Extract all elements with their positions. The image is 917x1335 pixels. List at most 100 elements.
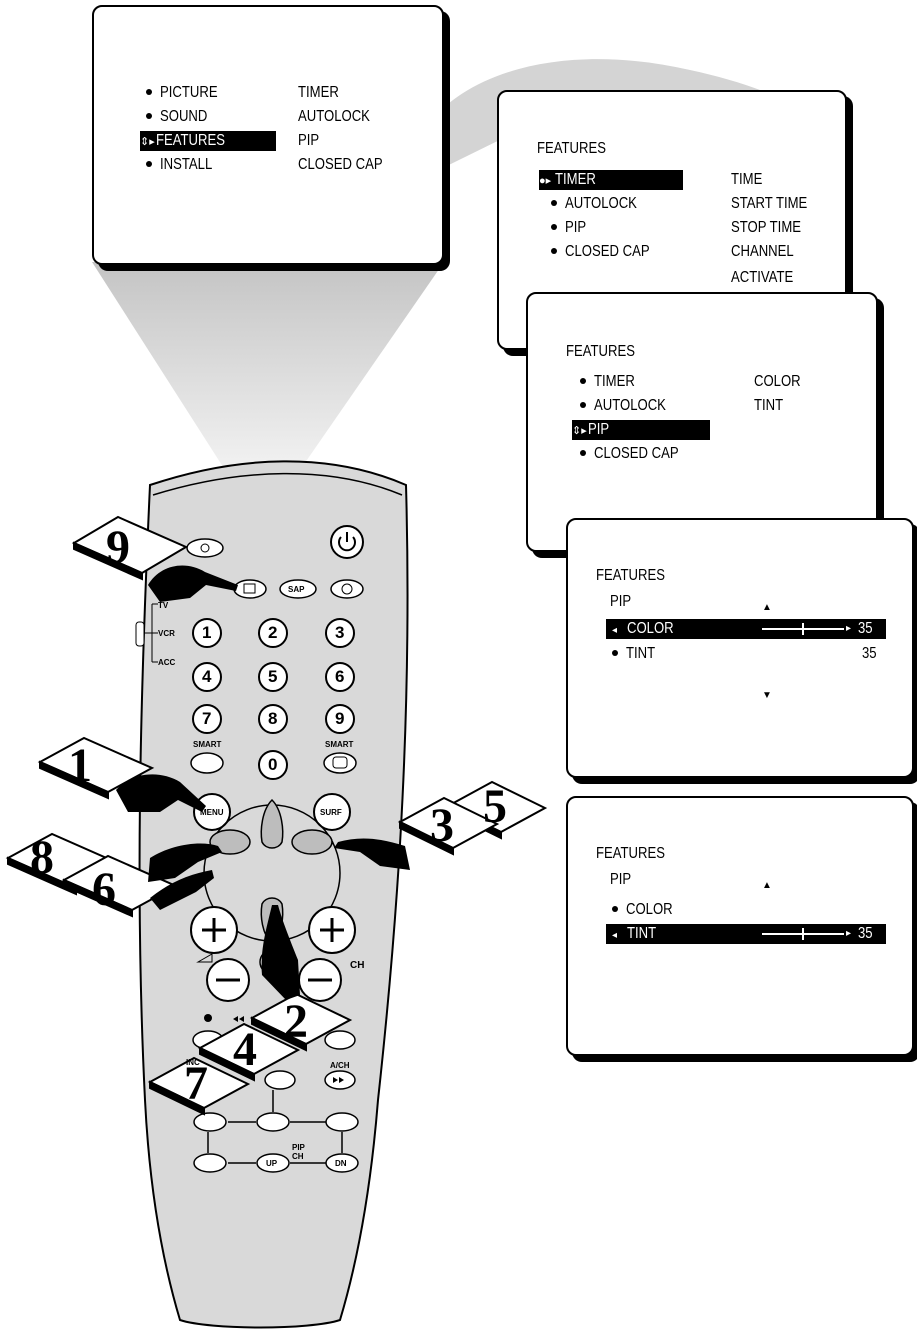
smart-picture-button[interactable] [323, 752, 357, 774]
pip-option-tint: TINT [754, 397, 784, 414]
pip-position-button[interactable] [193, 1112, 227, 1132]
channel-down-button[interactable] [298, 958, 342, 1002]
pip-color-setting[interactable]: COLOR [612, 900, 683, 920]
main-menu-item-features[interactable]: ⇕▸FEATURES [140, 131, 276, 151]
pointing-hands [116, 565, 410, 1000]
features-item-autolock[interactable]: AUTOLOCK [551, 194, 653, 214]
pip-tint-setting[interactable]: ◂TINT ▸ 35 [606, 924, 886, 944]
sleep-button[interactable] [186, 538, 224, 558]
main-menu-item-sound[interactable]: SOUND [146, 107, 218, 127]
pip-ch-label: PIP CH [292, 1143, 305, 1161]
pip-connector-lines [207, 1090, 343, 1164]
mode-acc-label: ACC [158, 658, 176, 667]
updown-cursor-icon: ⇕▸ [572, 425, 587, 437]
features-item-autolock[interactable]: AUTOLOCK [580, 396, 682, 416]
inc-label: INC [186, 1058, 200, 1067]
slider-thumb[interactable] [802, 623, 804, 635]
volume-up-button[interactable] [190, 906, 238, 954]
slider-thumb[interactable] [802, 928, 804, 940]
pip-freeze-button[interactable] [325, 1112, 359, 1132]
left-arrow-icon: ◂ [612, 930, 618, 941]
timer-option-activate: ACTIVATE [731, 269, 794, 286]
digit-5-label: 5 [268, 667, 278, 686]
sap-label: SAP [288, 585, 305, 594]
pip-ch-up-button[interactable] [256, 1153, 290, 1173]
rewind-icon [233, 1016, 244, 1022]
cursor-up-button[interactable] [260, 798, 284, 849]
cursor-left-button[interactable] [209, 829, 251, 855]
menu-label: MENU [200, 808, 224, 817]
record-icon [204, 1014, 212, 1022]
mode-switch[interactable] [135, 603, 158, 663]
screen-subtitle: PIP [610, 593, 632, 610]
clock-button[interactable] [330, 579, 364, 599]
transition-swoosh [398, 59, 860, 601]
smart-sound-button[interactable] [190, 752, 224, 774]
ach-label: A/CH [330, 1061, 350, 1070]
features-item-pip[interactable]: ⇕▸PIP [572, 420, 710, 440]
step-number-5: 5 [483, 780, 507, 833]
step-number-3: 3 [430, 799, 454, 852]
remote-top-edge [152, 472, 403, 496]
pip-tint-setting[interactable]: TINT 35 [612, 644, 880, 664]
digit-1-label: 1 [202, 623, 212, 642]
main-menu-item-install[interactable]: INSTALL [146, 155, 224, 175]
pip-color-setting[interactable]: ◂COLOR ▸ 35 [606, 619, 886, 639]
digit-9-label: 9 [335, 709, 345, 728]
mode-tv-label: TV [158, 601, 169, 610]
play-button[interactable] [324, 1030, 356, 1050]
main-menu-screen: PICTURE SOUND ⇕▸FEATURES INSTALL TIMER A… [92, 5, 444, 265]
submenu-preview-timer: TIMER [298, 84, 339, 101]
volume-down-button[interactable] [206, 958, 250, 1002]
cursor-right-button[interactable] [291, 829, 333, 855]
power-button[interactable] [330, 525, 364, 559]
pip-size-button[interactable] [193, 1153, 227, 1173]
pip-button[interactable] [264, 1070, 296, 1090]
timer-option-channel: CHANNEL [731, 243, 794, 260]
features-item-closed-cap[interactable]: CLOSED CAP [580, 444, 697, 464]
pip-tint-screen: FEATURES PIP ▲ COLOR ◂TINT ▸ 35 [566, 796, 914, 1056]
sap-button[interactable] [279, 579, 317, 599]
digit-4-label: 4 [202, 667, 212, 686]
pip-swap-button[interactable] [256, 1112, 290, 1132]
cursor-icon: ●▸ [539, 175, 552, 187]
left-arrow-icon: ◂ [612, 625, 618, 636]
ch-label: CH [350, 960, 365, 971]
right-arrow-icon: ▸ [846, 928, 852, 939]
digit-6-label: 6 [335, 667, 345, 686]
features-item-pip[interactable]: PIP [551, 218, 591, 238]
step-number-4: 4 [233, 1023, 257, 1076]
mode-vcr-label: VCR [158, 629, 175, 638]
smart-picture-label: SMART [325, 740, 354, 749]
pip-up-label: UP [266, 1159, 278, 1168]
features-pip-screen: FEATURES TIMER AUTOLOCK ⇕▸PIP CLOSED CAP… [526, 292, 878, 552]
submenu-preview-pip: PIP [298, 132, 320, 149]
pip-ch-down-button[interactable] [325, 1153, 359, 1173]
submenu-preview-closed-cap: CLOSED CAP [298, 156, 383, 173]
projection-beam [92, 262, 444, 470]
pip-dn-label: DN [335, 1159, 347, 1168]
status-button[interactable] [233, 579, 267, 599]
step-number-8: 8 [30, 831, 54, 884]
step-number-2: 2 [284, 995, 308, 1048]
tint-value: 35 [862, 645, 877, 662]
tint-value: 35 [858, 925, 873, 942]
pip-color-screen: FEATURES PIP ▲ ◂COLOR ▸ 35 TINT 35 ▼ [566, 518, 914, 778]
updown-cursor-icon: ⇕▸ [140, 136, 155, 148]
digit-2-label: 2 [268, 623, 278, 642]
features-item-timer[interactable]: ●▸TIMER [539, 170, 683, 190]
color-value: 35 [858, 620, 873, 637]
channel-up-button[interactable] [308, 906, 356, 954]
digit-buttons[interactable] [192, 618, 355, 780]
right-arrow-icon: ▸ [846, 623, 852, 634]
volume-icon [196, 953, 213, 963]
step-cards [5, 515, 548, 1116]
surf-button[interactable] [313, 793, 351, 831]
features-item-closed-cap[interactable]: CLOSED CAP [551, 242, 668, 262]
main-menu-item-picture[interactable]: PICTURE [146, 83, 230, 103]
features-item-timer[interactable]: TIMER [580, 372, 644, 392]
timer-option-stop-time: STOP TIME [731, 219, 801, 236]
menu-button[interactable] [193, 793, 231, 831]
digit-0-label: 0 [268, 755, 278, 774]
